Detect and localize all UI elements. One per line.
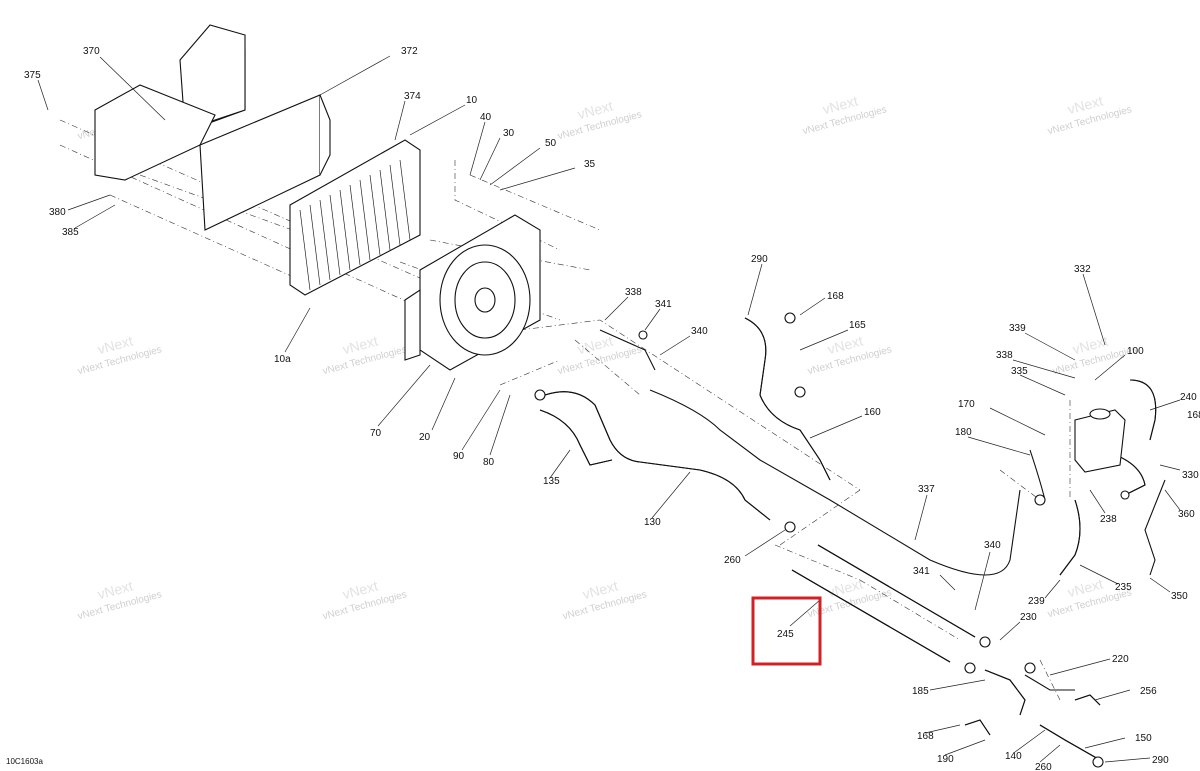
- coolant-reservoir: [1074, 408, 1126, 473]
- callout-239: 239: [1028, 596, 1045, 607]
- callout-180: 180: [955, 427, 972, 438]
- diagram-code: 10C1603a: [6, 757, 43, 766]
- callout-labels: 375 370 372 374 10 40 30 50 35 380 385 1…: [24, 46, 1200, 771]
- callout-130: 130: [644, 517, 661, 528]
- callout-385: 385: [62, 227, 79, 238]
- callout-70: 70: [370, 428, 382, 439]
- callout-170: 170: [958, 399, 975, 410]
- callout-338-right: 338: [996, 350, 1013, 361]
- callout-220: 220: [1112, 654, 1129, 665]
- callout-10a: 10a: [274, 354, 291, 365]
- radiator-fins: [299, 159, 411, 291]
- callout-360: 360: [1178, 509, 1195, 520]
- callout-256: 256: [1140, 686, 1157, 697]
- callout-160: 160: [864, 407, 881, 418]
- callout-370: 370: [83, 46, 100, 57]
- callout-380: 380: [49, 207, 66, 218]
- callout-260: 260: [724, 555, 741, 566]
- callout-341: 341: [655, 299, 672, 310]
- callout-100: 100: [1127, 346, 1144, 357]
- callout-35: 35: [584, 159, 596, 170]
- callout-332: 332: [1074, 264, 1091, 275]
- callout-337: 337: [918, 484, 935, 495]
- callout-235: 235: [1115, 582, 1132, 593]
- callout-10: 10: [466, 95, 478, 106]
- callout-290: 290: [751, 254, 768, 265]
- coolant-pipes: [791, 544, 976, 663]
- callout-90: 90: [453, 451, 465, 462]
- callout-168-right: 168: [1187, 410, 1200, 421]
- callout-135: 135: [543, 476, 560, 487]
- callout-40: 40: [480, 112, 492, 123]
- callout-80: 80: [483, 457, 495, 468]
- callout-240: 240: [1180, 392, 1197, 403]
- callout-330: 330: [1182, 470, 1199, 481]
- callout-372: 372: [401, 46, 418, 57]
- callout-165: 165: [849, 320, 866, 331]
- callout-185: 185: [912, 686, 929, 697]
- callout-340: 340: [691, 326, 708, 337]
- leader-lines: [37, 55, 1181, 763]
- radiator: [289, 139, 421, 296]
- callout-338: 338: [625, 287, 642, 298]
- callout-168-bottom: 168: [917, 731, 934, 742]
- callout-340-right: 340: [984, 540, 1001, 551]
- callout-30: 30: [503, 128, 515, 139]
- callout-375: 375: [24, 70, 41, 81]
- callout-260-bottom: 260: [1035, 762, 1052, 771]
- callout-350: 350: [1171, 591, 1188, 602]
- callout-245: 245: [777, 629, 794, 640]
- callout-341-right: 341: [913, 566, 930, 577]
- callout-290-bottom: 290: [1152, 755, 1169, 766]
- callout-339: 339: [1009, 323, 1026, 334]
- callout-168: 168: [827, 291, 844, 302]
- radiator-guard-panels: [94, 24, 331, 231]
- callout-230: 230: [1020, 612, 1037, 623]
- callout-335: 335: [1011, 366, 1028, 377]
- callout-140: 140: [1005, 751, 1022, 762]
- callout-50: 50: [545, 138, 557, 149]
- bottom-fittings: [534, 312, 1130, 768]
- highlight-box: [751, 596, 822, 666]
- fan-shroud: [404, 214, 541, 371]
- callout-374: 374: [404, 91, 421, 102]
- callout-238: 238: [1100, 514, 1117, 525]
- callout-20: 20: [419, 432, 431, 443]
- callout-150: 150: [1135, 733, 1152, 744]
- callout-190: 190: [937, 754, 954, 765]
